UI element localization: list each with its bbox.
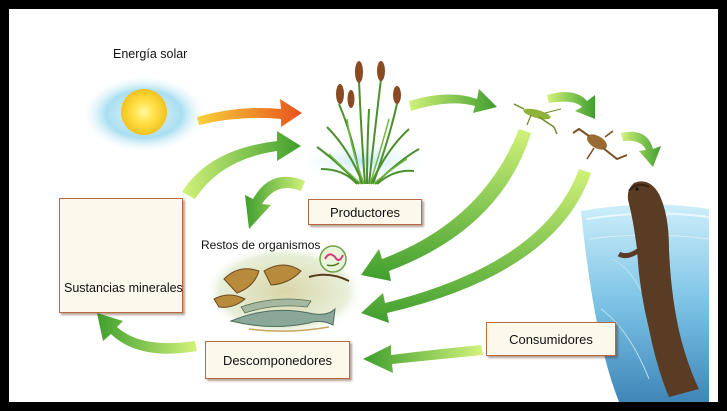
grasshopper-to-frog-arrow: [547, 92, 595, 119]
solar-energy-label: Energía solar: [113, 47, 188, 61]
bacteria-icon: [319, 245, 347, 273]
consumers-to-remains-arrow-1: [361, 129, 531, 281]
mineral-substances-label: Sustancias minerales: [64, 281, 183, 295]
consumers-label: Consumidores: [486, 322, 616, 356]
consumers-to-decomposers-arrow: [363, 345, 483, 373]
producers-to-consumers-arrow: [409, 89, 497, 113]
grasshopper-icon: [513, 103, 562, 135]
frog-to-otter-arrow: [621, 131, 661, 167]
decomposers-to-minerals-arrow: [97, 313, 197, 354]
minerals-to-producers-arrow: [182, 131, 301, 199]
organism-remains-label: Restos de organismos: [201, 238, 321, 252]
consumers-to-remains-arrow-2: [361, 169, 591, 323]
sun-icon: [86, 78, 202, 150]
solar-energy-arrow: [197, 99, 302, 127]
decomposers-label: Descomponedores: [205, 341, 350, 379]
producers-label: Productores: [308, 199, 422, 225]
cattail-plant-icon: [296, 61, 432, 185]
producers-to-remains-arrow: [245, 176, 305, 229]
diagram-canvas: Energía solar Productores Restos de orga…: [9, 9, 718, 402]
otter-icon: [581, 181, 710, 402]
mineral-substances-box: Sustancias minerales: [59, 198, 183, 313]
frog-icon: [572, 127, 628, 161]
